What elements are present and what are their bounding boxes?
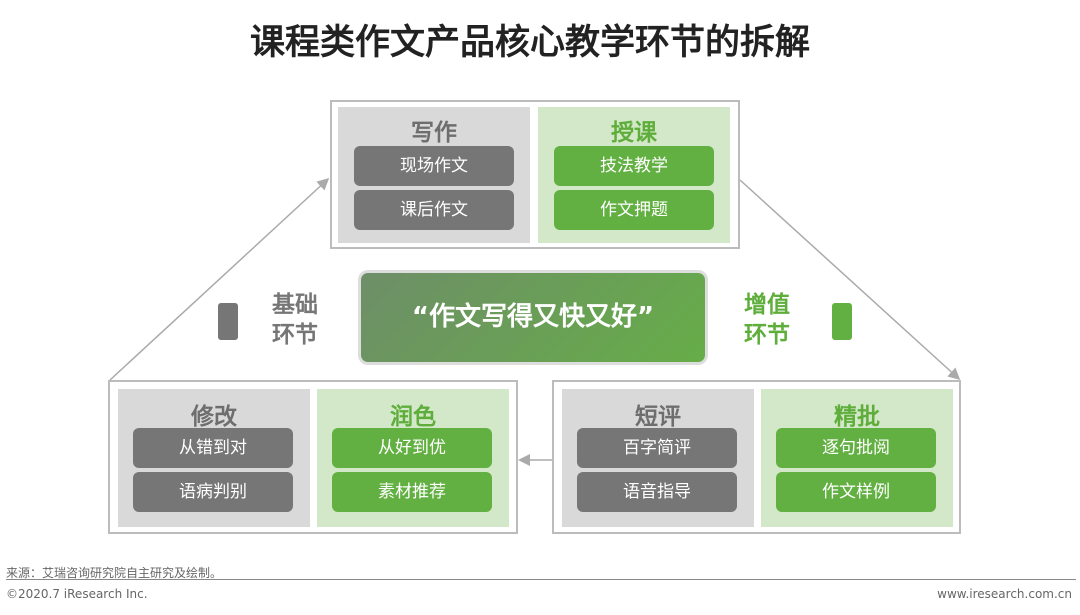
panel-title: 精批 [834,404,880,430]
item: 技法教学 [554,146,714,186]
item: 作文押题 [554,190,714,230]
item: 百字简评 [577,428,737,468]
page-title: 课程类作文产品核心教学环节的拆解 [249,23,810,63]
panel-title: 润色 [390,404,436,430]
panel-short-review: 短评 百字简评 语音指导 [562,389,754,527]
panel-detailed-review: 精批 逐句批阅 作文样例 [761,389,953,527]
arrow-to-bottom-right [739,179,961,381]
copyright: ©2020.7 iResearch Inc. [6,587,148,601]
top-stage: 写作 现场作文 课后作文 授课 技法教学 作文押题 [330,100,740,249]
core-goal: “作文写得又快又好” [358,270,708,365]
label-line: 环节 [272,322,318,348]
label-line: 基础 [272,292,318,318]
value-added-legend-label: 增值环节 [744,290,790,350]
panel-title: 修改 [191,404,237,430]
panel-writing: 写作 现场作文 课后作文 [338,107,530,243]
footer-divider [6,579,1076,580]
basic-legend-swatch [218,303,238,340]
panel-title: 写作 [411,120,457,146]
item: 作文样例 [776,472,936,512]
item: 现场作文 [354,146,514,186]
item: 语音指导 [577,472,737,512]
item: 素材推荐 [332,472,492,512]
panel-teaching: 授课 技法教学 作文押题 [538,107,730,243]
basic-legend-label: 基础环节 [272,290,318,350]
panel-revise: 修改 从错到对 语病判别 [118,389,310,527]
item: 语病判别 [133,472,293,512]
label-line: 增值 [744,292,790,318]
arrow-to-top [109,177,330,381]
value-added-legend-swatch [832,303,852,340]
item: 逐句批阅 [776,428,936,468]
bottom-right-stage: 短评 百字简评 语音指导 精批 逐句批阅 作文样例 [552,380,961,534]
label-line: 环节 [744,322,790,348]
panel-polish: 润色 从好到优 素材推荐 [317,389,509,527]
bottom-left-stage: 修改 从错到对 语病判别 润色 从好到优 素材推荐 [108,380,518,534]
source-note: 来源：艾瑞咨询研究院自主研究及绘制。 [6,566,223,580]
item: 从错到对 [133,428,293,468]
website-link[interactable]: www.iresearch.com.cn [937,587,1072,601]
panel-title: 授课 [611,120,657,146]
panel-title: 短评 [635,404,681,430]
item: 从好到优 [332,428,492,468]
item: 课后作文 [354,190,514,230]
